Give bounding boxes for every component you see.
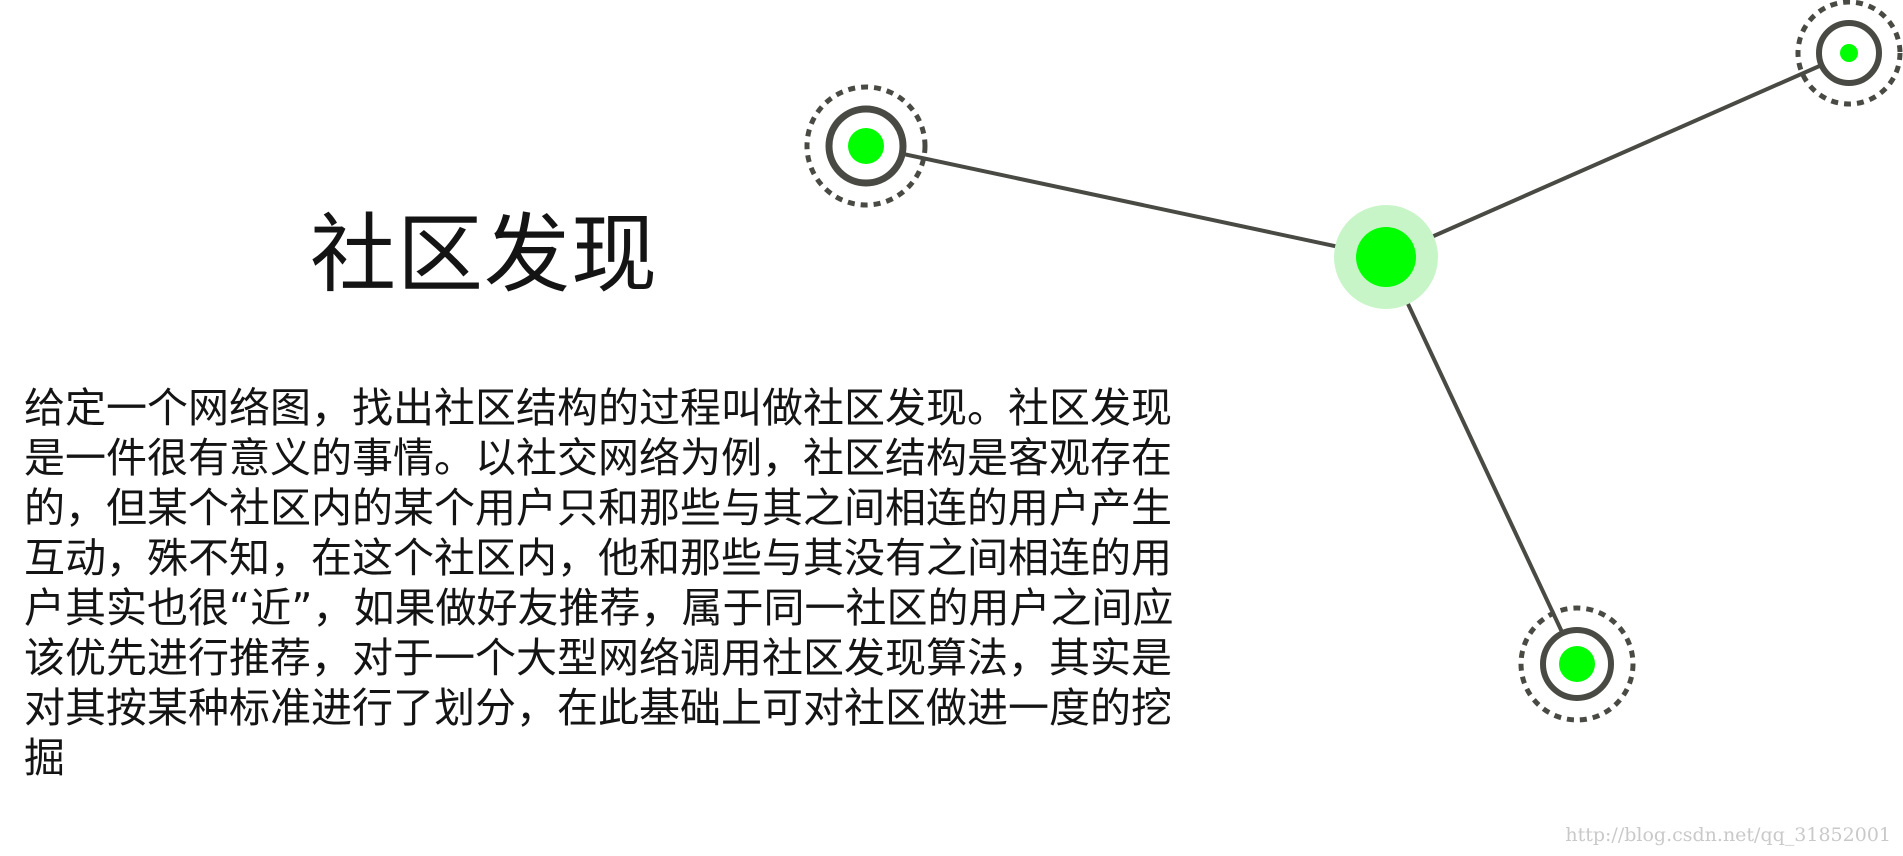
graph-edge-center-top-right — [1385, 51, 1850, 259]
graph-node-top-right — [1795, 0, 1903, 107]
graph-node-bottom — [1518, 605, 1636, 723]
graph-edge-center-bottom — [1384, 256, 1579, 665]
graph-node-center — [1334, 205, 1438, 309]
watermark-url: http://blog.csdn.net/qq_31852001 — [1565, 824, 1891, 846]
slide-body-paragraph: 给定一个网络图，找出社区结构的过程叫做社区发现。社区发现是一件很有意义的事情。以… — [24, 384, 1174, 782]
slide-title: 社区发现 — [310, 205, 658, 305]
graph-edge-center-left — [865, 144, 1387, 259]
graph-node-left — [804, 84, 928, 208]
